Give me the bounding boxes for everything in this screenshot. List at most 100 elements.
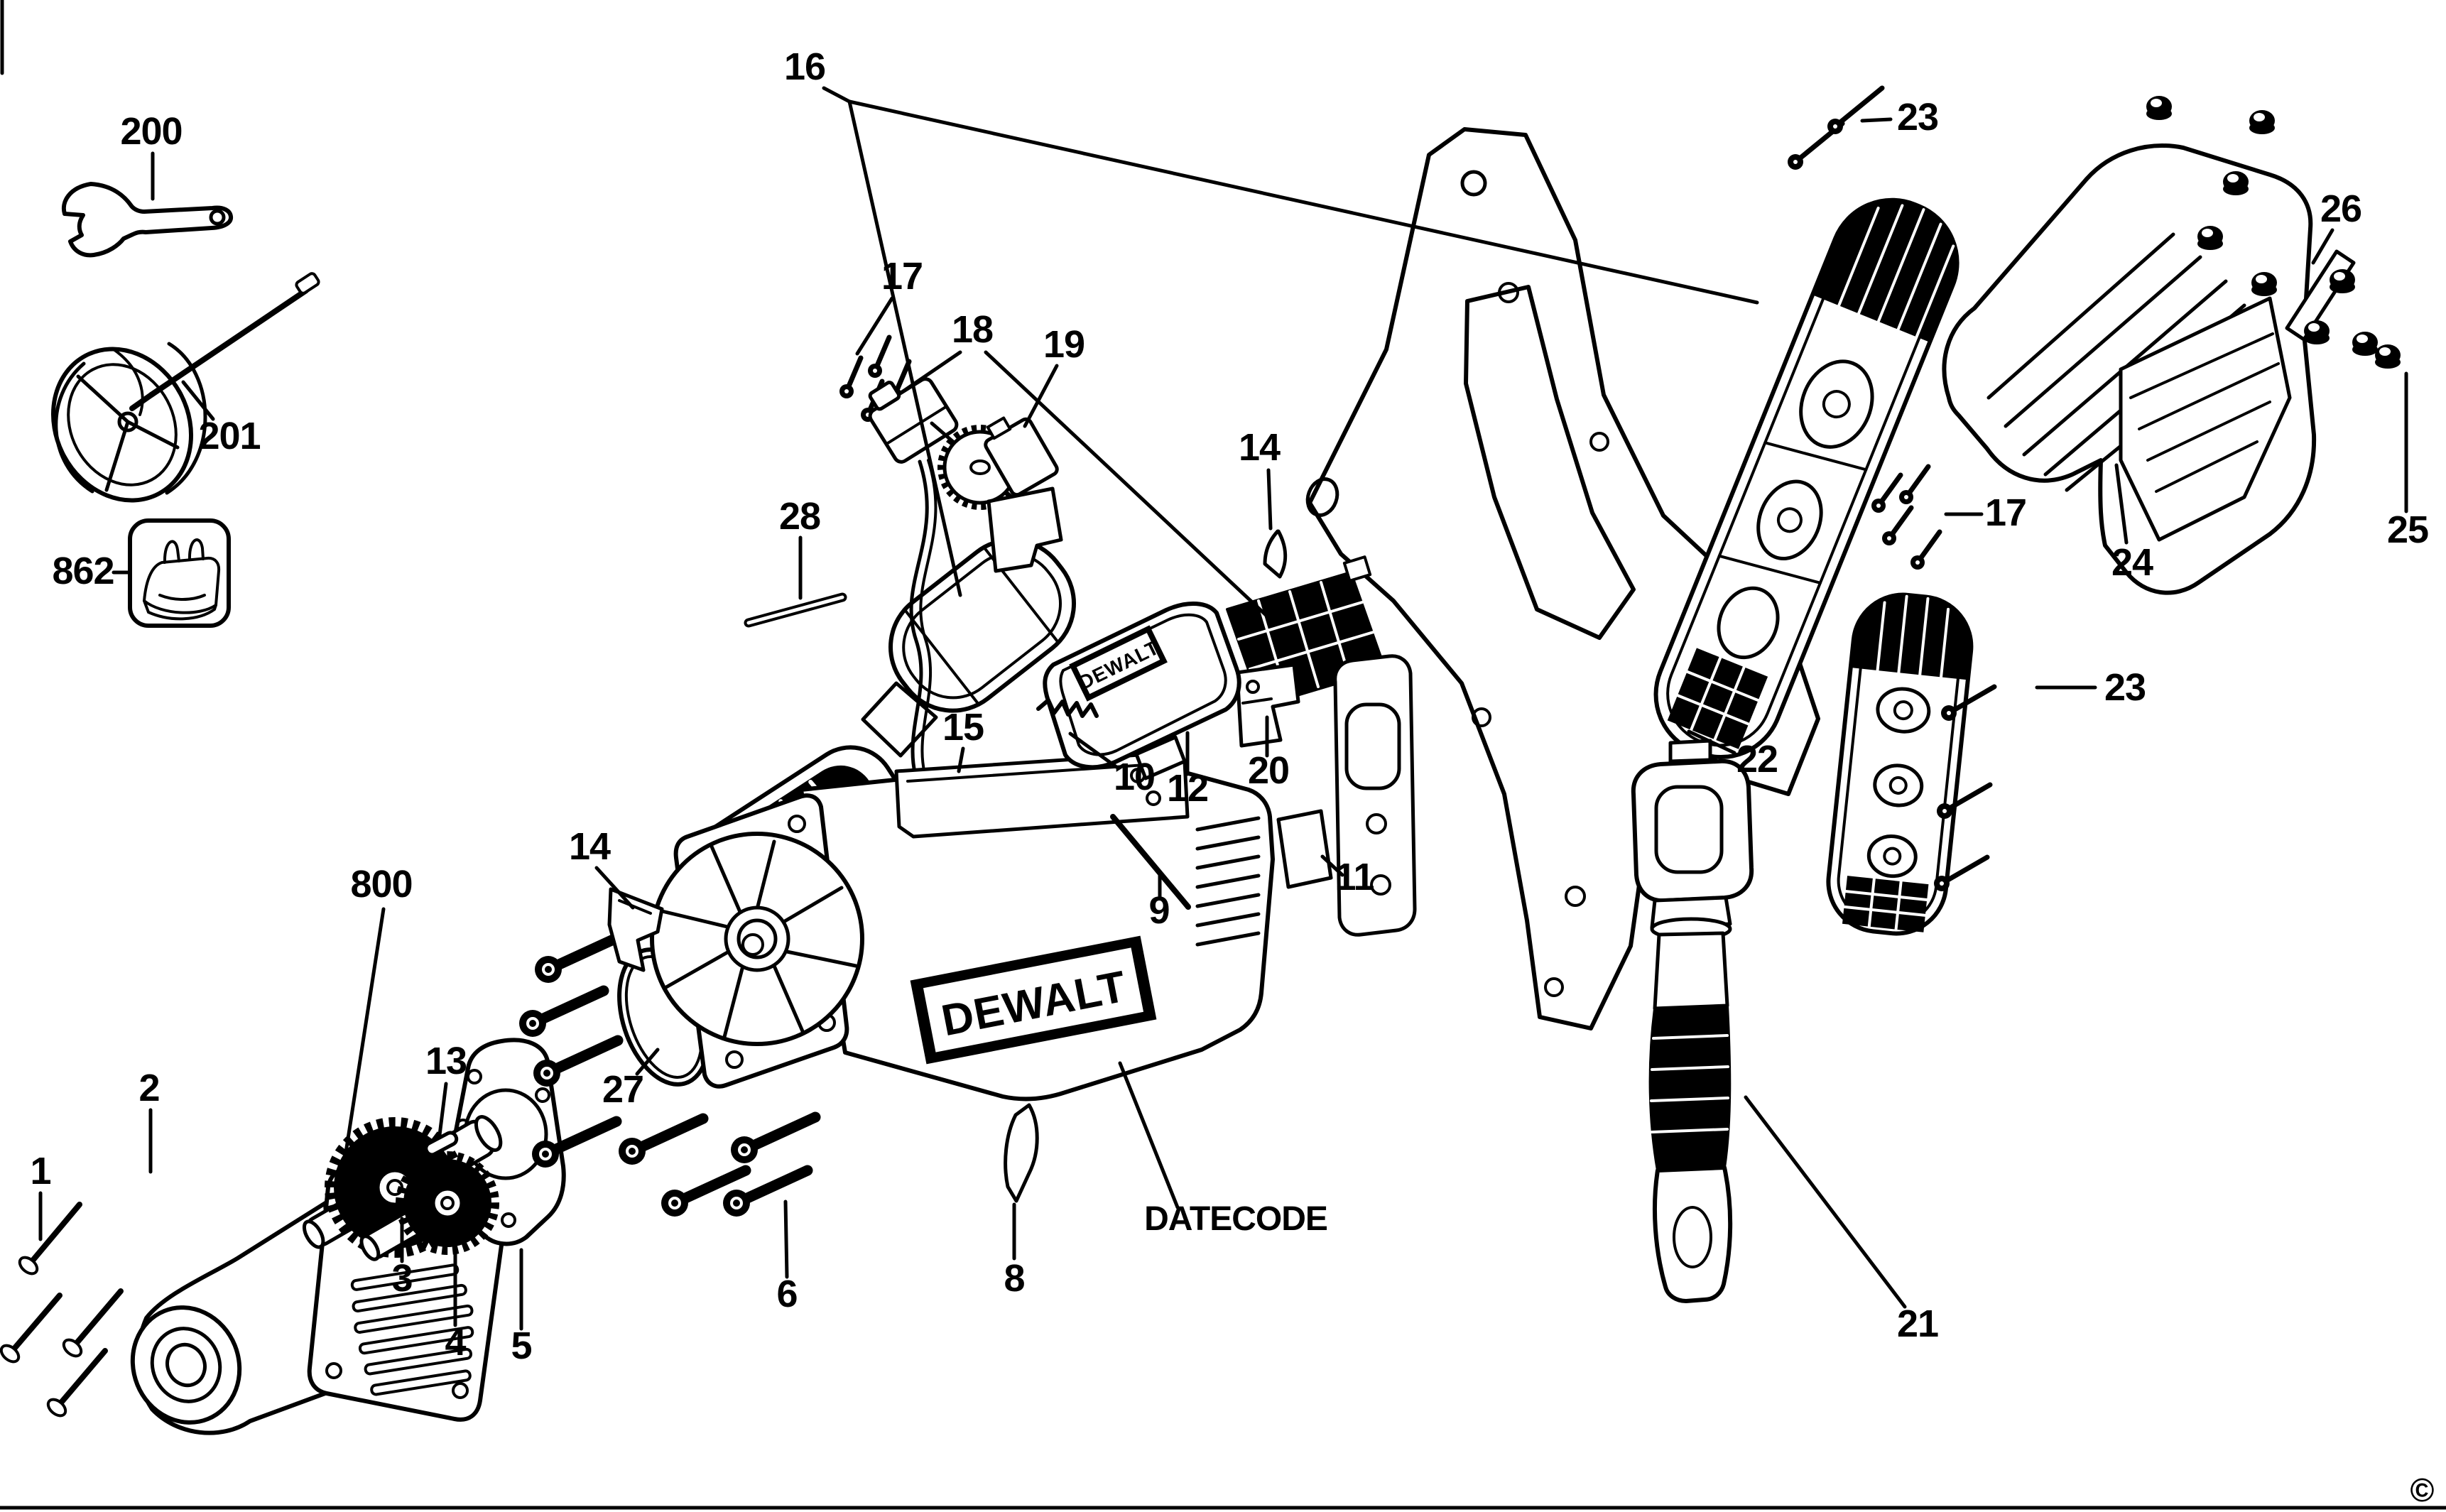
callout-11: 11 [1320, 854, 1375, 898]
leader-line-27 [635, 1048, 660, 1076]
callout-8: 8 [1004, 1202, 1026, 1300]
leader-line-10 [1068, 731, 1119, 769]
part-number-8: 8 [1004, 1257, 1024, 1300]
callout-22: 22 [1687, 729, 1778, 781]
part-cover-12: DEWALT [1043, 602, 1241, 781]
part-pin-13 [424, 1131, 459, 1157]
screw [868, 335, 892, 378]
part-number-14b: 14 [1239, 426, 1281, 469]
callout-copyright: © [2410, 1472, 2435, 1508]
callout-4: 4 [445, 1235, 467, 1364]
leader-line-6 [783, 1200, 789, 1279]
leader-line-23a [1860, 117, 1893, 123]
part-label-11 [1276, 809, 1333, 889]
part-number-2: 2 [138, 1067, 159, 1109]
leader-line-15 [957, 746, 965, 773]
part-screws-1 [0, 1202, 124, 1418]
screw [723, 1165, 813, 1217]
part-number-1: 1 [30, 1150, 50, 1192]
leader-line-16 [822, 86, 852, 104]
callout-5: 5 [511, 1248, 533, 1367]
callout-6: 6 [776, 1200, 798, 1315]
part-number-11: 11 [1335, 856, 1374, 898]
leader-line-14a [594, 866, 635, 910]
part-pin-28 [744, 592, 847, 628]
part-number-27: 27 [602, 1068, 643, 1111]
part-number-copyright: © [2410, 1472, 2435, 1508]
part-screws-17-right [1871, 464, 1942, 570]
leader-line-14b [1266, 468, 1273, 531]
callout-1: 1 [30, 1150, 52, 1241]
callout-862: 862 [52, 550, 131, 592]
callout-3: 3 [391, 1217, 413, 1300]
leader-line-201 [181, 380, 215, 421]
part-number-9: 9 [1148, 889, 1169, 932]
part-number-800: 800 [350, 863, 412, 905]
screw [731, 1111, 821, 1163]
part-kitbag-862 [128, 518, 231, 628]
callout-17b: 17 [1944, 491, 2027, 534]
part-number-4: 4 [445, 1321, 466, 1364]
leader-line-22 [1687, 729, 1736, 755]
callout-10: 10 [1068, 731, 1156, 798]
screw [619, 1113, 709, 1165]
screw [0, 1293, 62, 1364]
cap-nut [2251, 272, 2277, 296]
part-screws-23-right [1934, 684, 1997, 891]
callout-15: 15 [942, 706, 984, 773]
callout-201: 201 [181, 380, 261, 457]
part-number-21: 21 [1897, 1302, 1938, 1345]
part-wedge-14b [1263, 529, 1288, 579]
part-number-24: 24 [2111, 541, 2153, 584]
leader-line-18 [984, 350, 1276, 624]
part-handle-top-16 [1653, 197, 1959, 760]
screw [62, 1288, 124, 1358]
part-number-19: 19 [1043, 323, 1085, 366]
cap-nut [2352, 332, 2378, 356]
cap-nut [2197, 226, 2223, 250]
leader-line-13 [437, 1082, 448, 1137]
part-number-26: 26 [2320, 187, 2361, 230]
mount-bracket-plate [1333, 654, 1417, 937]
part-paddle-201 [50, 272, 320, 503]
screw [1827, 85, 1885, 134]
callout-200: 200 [120, 110, 183, 201]
part-number-15: 15 [942, 706, 984, 749]
callout-23b: 23 [2035, 666, 2146, 709]
screw [1882, 505, 1914, 545]
screw [1871, 472, 1903, 513]
screw [1937, 782, 1993, 819]
part-wrench-200 [61, 182, 234, 258]
part-number-20: 20 [1248, 749, 1289, 792]
part-number-18: 18 [952, 308, 993, 351]
callout-13: 13 [425, 1040, 467, 1137]
part-number-25: 25 [2387, 508, 2428, 551]
callout-27: 27 [602, 1048, 660, 1111]
callout-23a: 23 [1860, 96, 1939, 138]
leader-line-DATECODE [1118, 1061, 1180, 1209]
part-number-16: 16 [784, 45, 825, 88]
screw [839, 355, 864, 398]
callout-16: 16 [784, 45, 1759, 597]
callout-DATECODE: DATECODE [1118, 1061, 1328, 1238]
part-gear-4 [359, 1151, 499, 1261]
callout-28: 28 [779, 495, 821, 600]
screw [661, 1165, 751, 1217]
part-wedge-8 [1004, 1103, 1039, 1203]
screw [519, 985, 609, 1037]
cap-nut [2223, 171, 2249, 195]
motor-fan [650, 832, 864, 1046]
part-number-17b: 17 [1985, 491, 2026, 534]
leader-line-17a [855, 296, 894, 356]
part-deflector-14a [607, 887, 664, 972]
part-module-19 [984, 416, 1063, 573]
screw [1934, 854, 1990, 891]
leader-line-16 [847, 99, 1759, 305]
part-bracket-20 [1235, 663, 1300, 748]
cap-nut [2375, 344, 2401, 369]
callout-24: 24 [2111, 463, 2154, 584]
leader-line-21 [1744, 1095, 1907, 1309]
screw [535, 931, 625, 983]
